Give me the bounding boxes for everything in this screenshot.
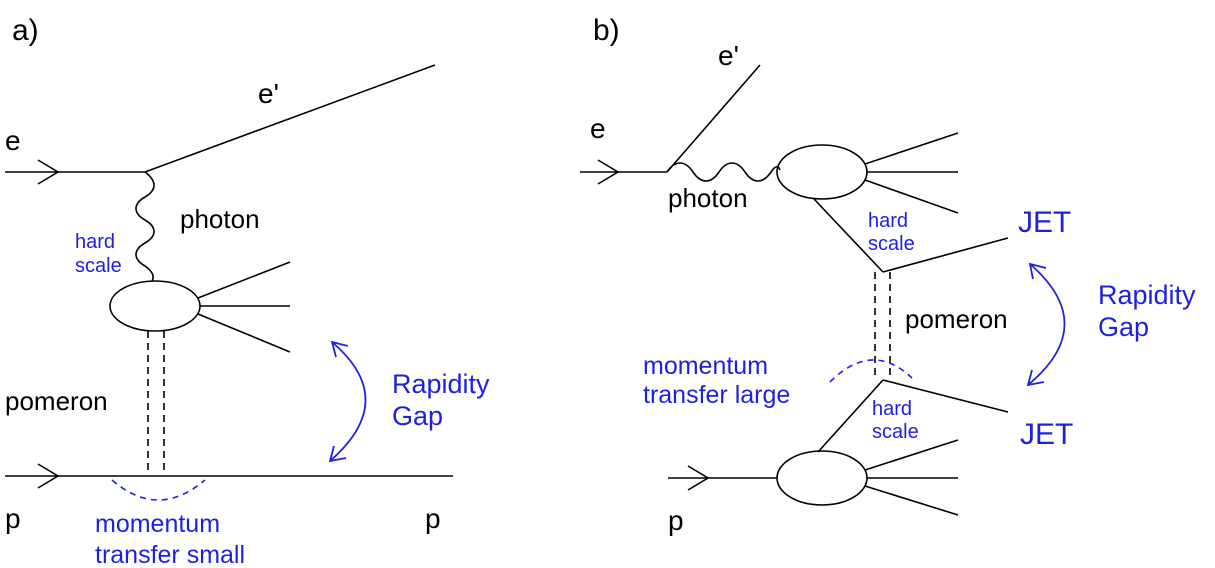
panel-a-pomeron-line	[147, 331, 165, 475]
panel-a: a) e e' photon hard scale pomeron	[5, 14, 490, 568]
panel-b-top-blob	[776, 144, 868, 200]
panel-b-electron-in	[580, 159, 667, 185]
panel-b-bottom-blob	[776, 450, 868, 506]
panel-a-p-in-label: p	[5, 503, 21, 534]
panel-a-transfer-label: transfer small	[95, 541, 245, 568]
panel-b-electron-out	[666, 64, 761, 173]
panel-b-top-hadrons	[864, 132, 959, 214]
panel-a-outgoing-hadrons	[197, 261, 291, 353]
panel-a-proton-line	[5, 463, 453, 489]
panel-b-pomeron-label: pomeron	[905, 304, 1008, 334]
panel-b-transfer-label: transfer large	[643, 381, 790, 409]
panel-b-jet-top-label: JET	[1018, 206, 1071, 239]
panel-b-proton-line	[668, 465, 777, 491]
panel-a-p-out-label: p	[425, 503, 441, 534]
panel-a-rapidity-label: Rapidity	[392, 369, 490, 399]
panel-a-gap-label: Gap	[392, 401, 443, 431]
panel-a-electron-in	[5, 159, 145, 185]
panel-b: b) e e' photon hard scale JET po	[580, 14, 1196, 536]
panel-b-pomeron-line	[874, 272, 891, 380]
panel-b-bottom-hadrons	[864, 439, 959, 516]
panel-a-rapidity-gap-arrow	[328, 340, 367, 463]
panel-b-scale-top-label: scale	[868, 233, 915, 255]
panel-b-rapidity-label: Rapidity	[1098, 280, 1196, 310]
panel-a-scale-label: scale	[75, 255, 122, 277]
panel-a-photon-label: photon	[180, 204, 260, 234]
panel-b-lower-jet-line	[882, 379, 1009, 413]
panel-a-label: a)	[12, 14, 39, 47]
panel-a-pomeron-label: pomeron	[5, 386, 108, 416]
panel-b-scale-bottom-label: scale	[872, 421, 919, 443]
panel-b-photon-line	[666, 162, 781, 182]
panel-b-e-label: e	[590, 113, 606, 144]
panel-a-momentum-transfer-arc	[111, 479, 206, 501]
panel-b-upper-jet-line	[882, 237, 1009, 273]
panel-a-electron-out	[144, 64, 436, 173]
panel-b-rapidity-gap-arrow	[1026, 262, 1066, 387]
panel-b-label: b)	[593, 14, 620, 47]
panel-b-upper-quark-line	[813, 198, 884, 273]
panel-b-hard-top-label: hard	[868, 210, 908, 232]
panel-b-jet-bottom-label: JET	[1020, 418, 1073, 451]
panel-b-p-in-label: p	[668, 505, 684, 536]
panel-a-e-prime-label: e'	[258, 78, 279, 109]
panel-b-momentum-transfer-arc	[829, 359, 913, 383]
panel-a-blob	[109, 280, 201, 332]
panel-b-photon-label: photon	[668, 183, 748, 213]
panel-a-e-label: e	[5, 125, 21, 156]
panel-b-hard-bottom-label: hard	[872, 398, 912, 420]
panel-b-gap-label: Gap	[1098, 312, 1149, 342]
panel-b-momentum-label: momentum	[643, 352, 768, 380]
panel-a-photon-line	[135, 171, 155, 282]
panel-b-e-prime-label: e'	[718, 40, 739, 71]
panel-a-hard-label: hard	[75, 231, 115, 253]
panel-a-momentum-label: momentum	[95, 510, 220, 538]
panel-b-lower-quark-line	[817, 379, 884, 453]
